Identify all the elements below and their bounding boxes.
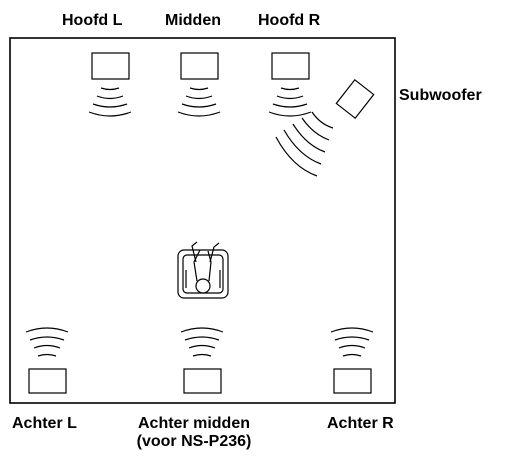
listener-icon	[177, 241, 229, 299]
speaker-surround-left	[25, 327, 69, 394]
label-front-left: Hoofd L	[62, 12, 123, 29]
label-surround-left: Achter L	[12, 415, 77, 432]
label-surround-right: Achter R	[327, 415, 394, 432]
speaker-center	[177, 52, 221, 117]
speaker-front-left	[88, 52, 132, 117]
label-front-right: Hoofd R	[258, 12, 321, 29]
speaker-subwoofer	[275, 78, 375, 177]
room-outline	[9, 37, 396, 404]
speaker-front-right	[268, 52, 312, 117]
label-surround-center-line1: Achter midden	[137, 415, 250, 432]
label-center: Midden	[165, 12, 221, 29]
speaker-surround-right	[330, 327, 374, 394]
label-surround-center-line2: (voor NS-P236)	[136, 433, 252, 450]
label-subwoofer: Subwoofer	[399, 87, 482, 104]
speaker-surround-center	[180, 327, 224, 394]
